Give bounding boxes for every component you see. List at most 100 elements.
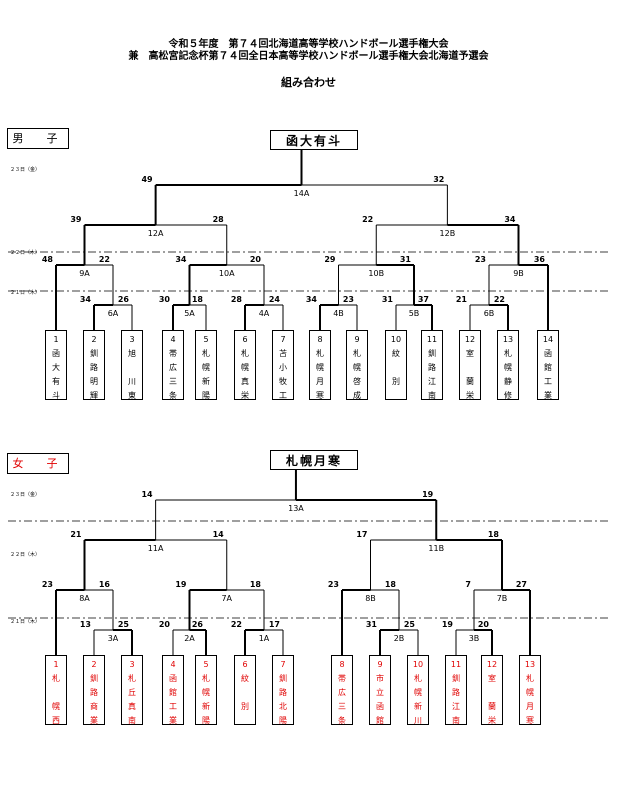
girls-game-id: 3A <box>108 634 119 643</box>
team-name-char: 北 <box>279 702 287 711</box>
team-name-char: 札 <box>241 349 249 358</box>
team-name-char: 蘭 <box>488 702 496 711</box>
team-name-char: 館 <box>376 716 384 725</box>
team-name-char: 工 <box>169 702 177 711</box>
girls-score: 19 <box>175 580 187 589</box>
tournament-title: 令和５年度 第７４回北海道高等学校ハンドボール選手権大会 <box>168 39 449 50</box>
team-number: 13 <box>502 335 514 344</box>
team-number: 1 <box>53 660 59 669</box>
girls-score: 31 <box>366 620 378 629</box>
team-name-char: 札 <box>52 674 60 683</box>
team-name-char: 川 <box>414 716 422 725</box>
team-number: 3 <box>129 660 135 669</box>
team-number: 6 <box>242 660 248 669</box>
team-name-char <box>482 686 502 700</box>
boys-day-label: ２２日（木） <box>10 249 40 256</box>
boys-score: 48 <box>42 255 54 264</box>
team-name-char: 新 <box>414 702 422 711</box>
girls-game-id: 2B <box>394 634 405 643</box>
team-name-char: 路 <box>452 688 460 697</box>
team-name-char: 三 <box>169 377 177 386</box>
boys-score: 22 <box>494 295 505 304</box>
team-name-char: 札 <box>316 349 324 358</box>
team-name-char: 月 <box>316 377 324 386</box>
boys-score: 24 <box>269 295 281 304</box>
team-name-char: 栄 <box>241 391 249 400</box>
team-name-char: 室 <box>488 674 496 683</box>
team-name-char <box>386 389 406 403</box>
boys-game-id: 12A <box>148 229 164 238</box>
boys-score: 31 <box>400 255 412 264</box>
team-name-char: 業 <box>90 716 98 725</box>
girls-game-id: 11B <box>428 544 444 553</box>
team-number: 13 <box>524 660 536 669</box>
girls-score: 7 <box>465 580 471 589</box>
boys-score: 26 <box>118 295 130 304</box>
team-name-char: 広 <box>169 363 177 372</box>
team-name-char: 幌 <box>414 688 422 697</box>
team-name-char: 斗 <box>52 391 60 400</box>
team-name-char: 路 <box>279 688 287 697</box>
boys-score: 23 <box>343 295 354 304</box>
team-name-char: 月 <box>526 702 534 711</box>
boys-game-id: 9A <box>79 269 90 278</box>
team-name-char: 紋 <box>392 349 400 358</box>
girls-score: 19 <box>422 490 434 499</box>
team-name-char: 苫 <box>279 349 287 358</box>
team-name-char: 幌 <box>52 702 60 711</box>
girls-score: 25 <box>118 620 130 629</box>
team-name-char: 室 <box>466 349 474 358</box>
team-name-char: 真 <box>128 702 136 711</box>
boys-score: 34 <box>306 295 318 304</box>
girls-score: 18 <box>488 530 500 539</box>
boys-champion-box: 函大有斗 <box>270 130 358 150</box>
boys-score: 30 <box>159 295 171 304</box>
team-number: 7 <box>280 335 286 344</box>
team-name-char: 釧 <box>90 349 98 358</box>
team-name-char: 南 <box>128 716 136 725</box>
boys-score: 34 <box>175 255 187 264</box>
team-number: 7 <box>280 660 286 669</box>
team-name-char: 旭 <box>128 349 136 358</box>
team-name-char: 陽 <box>202 716 210 725</box>
girls-score: 20 <box>478 620 490 629</box>
girls-score: 17 <box>356 530 367 539</box>
team-name-char: 工 <box>544 377 552 386</box>
girls-score: 14 <box>213 530 225 539</box>
team-name-char: 紋 <box>241 674 249 683</box>
team-name-char: 寒 <box>316 391 324 400</box>
girls-score: 23 <box>328 580 339 589</box>
team-name-char: 東 <box>128 391 136 400</box>
girls-score: 13 <box>80 620 91 629</box>
team-number: 8 <box>317 335 323 344</box>
tournament-subtitle-line: 兼 高松宮記念杯第７４回全日本高等学校ハンドボール選手権大会北海道予選会 <box>128 51 489 62</box>
girls-game-id: 2A <box>184 634 195 643</box>
boys-score: 20 <box>250 255 262 264</box>
boys-score: 28 <box>231 295 243 304</box>
girls-score: 16 <box>99 580 111 589</box>
girls-score: 18 <box>385 580 397 589</box>
team-name-char: 札 <box>414 674 422 683</box>
team-name-char: 幌 <box>504 363 512 372</box>
team-name-char: 静 <box>504 377 512 386</box>
team-number: 14 <box>542 335 554 344</box>
team-name-char: 幌 <box>202 688 210 697</box>
team-name-char: 新 <box>202 377 210 386</box>
team-name-char: 札 <box>202 674 210 683</box>
team-name-char: 立 <box>376 688 384 697</box>
boys-game-id: 10B <box>368 269 384 278</box>
team-name-char: 函 <box>544 349 552 358</box>
boys-score: 34 <box>504 215 516 224</box>
team-name-char: 広 <box>338 688 346 697</box>
team-name-char: 函 <box>52 349 60 358</box>
boys-score: 34 <box>80 295 92 304</box>
team-name-char: 蘭 <box>466 377 474 386</box>
team-name-char: 釧 <box>279 674 287 683</box>
